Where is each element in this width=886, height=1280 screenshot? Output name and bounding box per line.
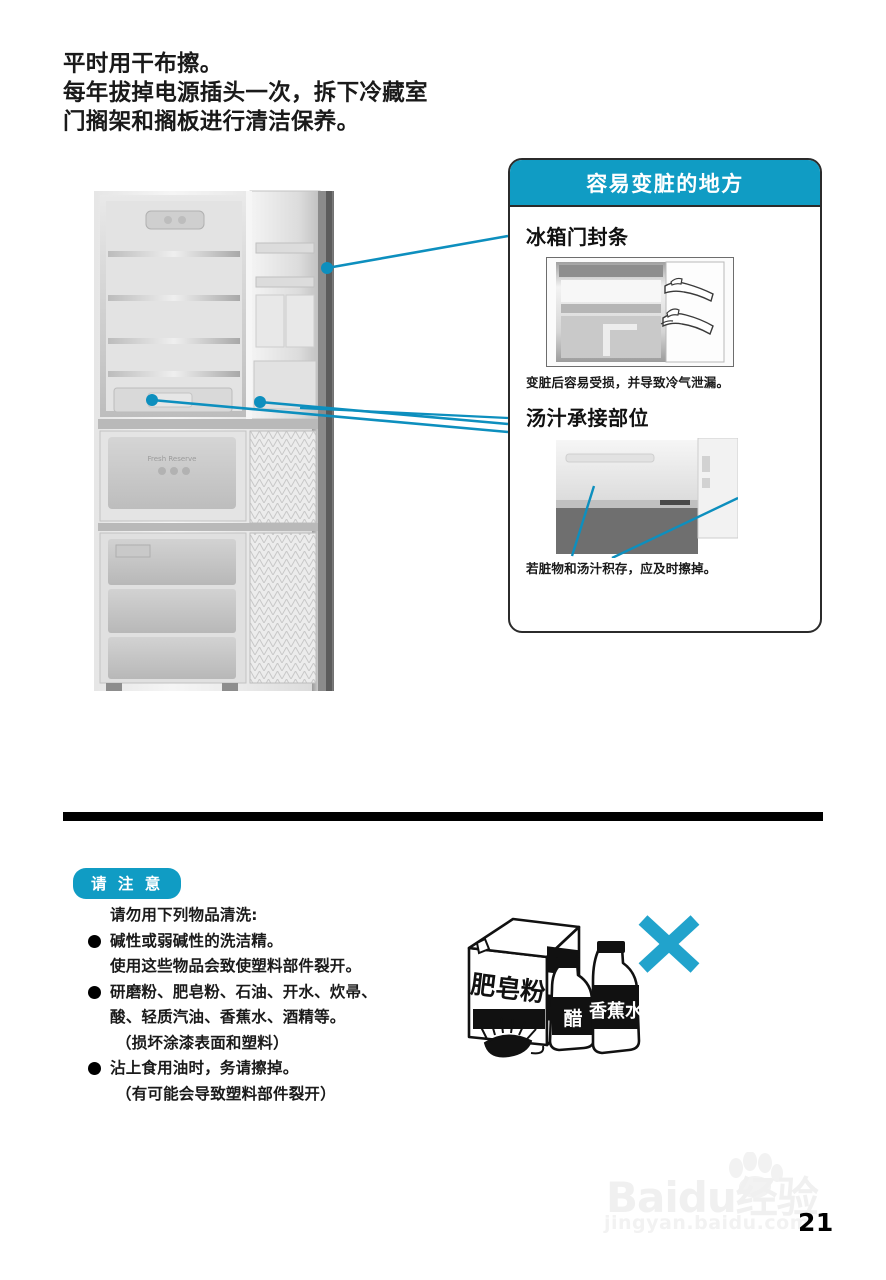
refrigerator-photo: Fresh Reserve — [84, 183, 342, 699]
bottle2-label: 香蕉水 — [588, 1000, 644, 1022]
caution-item-text: 研磨粉、肥皂粉、石油、开水、炊帚、 — [110, 982, 377, 1001]
panel-header: 容易变脏的地方 — [510, 160, 820, 207]
panel-header-title: 容易变脏的地方 — [586, 171, 744, 196]
caution-lead: 请勿用下列物品清洗: — [110, 906, 258, 924]
paw-icon — [729, 1152, 783, 1198]
caution-item-text: 沾上食用油时，务请擦掉。 — [110, 1059, 299, 1077]
door-seal-photo — [546, 257, 734, 367]
caution-item-sub: 酸、轻质汽油、香蕉水、酒精等。 — [110, 1008, 346, 1026]
panel-section-door-seal: 冰箱门封条 — [524, 221, 806, 391]
svg-text:Fresh Reserve: Fresh Reserve — [148, 455, 197, 463]
intro-text: 平时用干布擦。 每年拔掉电源插头一次，拆下冷藏室 门搁架和搁板进行清洁保养。 — [63, 51, 428, 135]
caution-item: 沾上食用油时，务请擦掉。 — [88, 1056, 448, 1082]
drip-area-photo — [552, 438, 738, 558]
prohibition-x-icon — [638, 915, 700, 973]
watermark-sub: jingyan.baidu.com — [604, 1212, 810, 1234]
bullet-icon — [88, 1062, 101, 1075]
bullet-icon — [88, 985, 101, 999]
prohibited-cleaners-illustration: 肥皂粉 醋 香蕉水 — [455, 905, 705, 1080]
section-title-door-seal: 冰箱门封条 — [526, 225, 629, 249]
caution-list: 请勿用下列物品清洗: 碱性或弱碱性的洗洁精。 使用这些物品会致使塑料部件裂开。 … — [88, 903, 448, 1107]
caution-item-note: （损坏涂漆表面和塑料） — [116, 1033, 289, 1052]
panel-body: 冰箱门封条 — [510, 207, 820, 577]
bullet-icon — [88, 934, 101, 948]
caution-item-note: （有可能会导致塑料部件裂开） — [116, 1084, 336, 1103]
dirt-prone-areas-panel: 容易变脏的地方 冰箱门封条 — [508, 158, 822, 633]
section-title-drip-area: 汤汁承接部位 — [526, 406, 649, 430]
panel-section-drip-area: 汤汁承接部位 — [524, 402, 806, 577]
caution-item-text: 碱性或弱碱性的洗洁精。 — [110, 931, 283, 950]
caution-item: 研磨粉、肥皂粉、石油、开水、炊帚、 — [88, 980, 448, 1006]
bottle1-label: 醋 — [563, 1007, 582, 1030]
watermark-main: Baidu经验 — [606, 1173, 819, 1222]
page-number: 21 — [798, 1208, 834, 1237]
caption-door-seal: 变脏后容易受损，并导致冷气泄漏。 — [526, 375, 730, 390]
caution-item-sub: 使用这些物品会致使塑料部件裂开。 — [110, 957, 362, 975]
section-divider — [63, 812, 823, 821]
caution-item: 碱性或弱碱性的洗洁精。 — [88, 929, 448, 955]
caption-drip-area: 若脏物和汤汁积存，应及时擦掉。 — [526, 561, 717, 576]
caution-badge: 请 注 意 — [73, 868, 182, 899]
